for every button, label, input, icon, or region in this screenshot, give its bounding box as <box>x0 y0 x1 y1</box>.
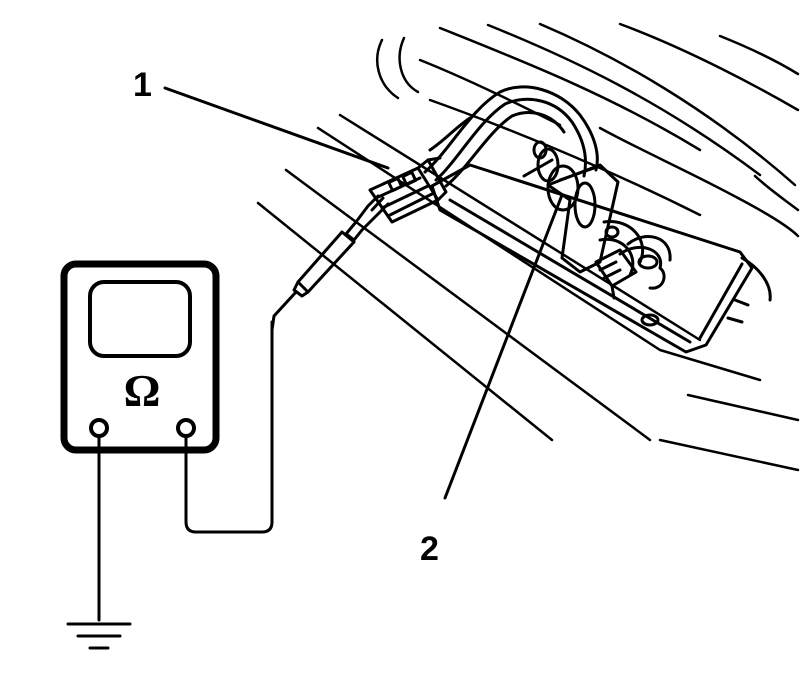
ohmmeter-display <box>88 280 192 358</box>
ground-symbol-icon <box>66 622 132 650</box>
harness-connector-1 <box>368 156 448 224</box>
callout-1-leader <box>163 86 390 170</box>
socket-connector <box>594 235 672 300</box>
ohmmeter: Ω <box>60 260 220 454</box>
test-leads <box>97 320 274 622</box>
callout-leaders <box>163 86 564 500</box>
test-probe <box>270 194 390 332</box>
positive-test-lead <box>184 320 274 534</box>
meter-terminal-right <box>176 418 196 438</box>
meter-terminal-left <box>89 418 109 438</box>
lamp-housing <box>430 163 772 354</box>
callout-label-1: 1 <box>133 66 152 104</box>
callout-2-leader <box>443 193 564 500</box>
callout-label-2: 2 <box>420 530 439 568</box>
ohm-symbol-icon: Ω <box>124 365 161 416</box>
wire-harness <box>423 85 599 188</box>
